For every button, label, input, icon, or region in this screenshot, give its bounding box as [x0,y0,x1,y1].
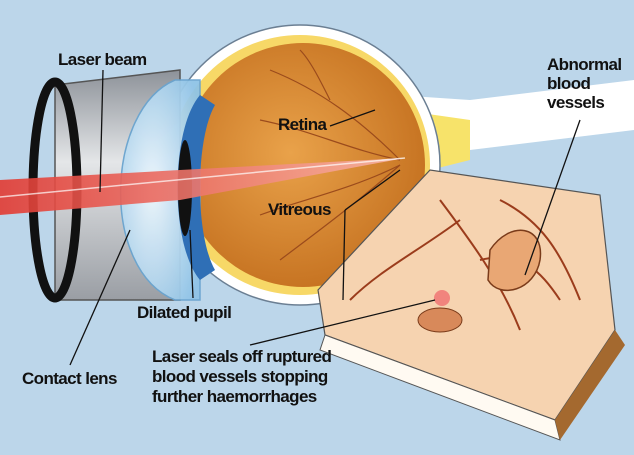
laser-spot [434,290,450,306]
sealed-vessels [417,307,463,333]
label-blood: blood [547,74,590,93]
laser-core [0,157,406,198]
label-laser-seals-2: blood vessels stopping [152,367,328,386]
label-dilated-pupil: Dilated pupil [137,303,231,322]
retinal-vessels [259,49,401,261]
label-laser-seals-1: Laser seals off ruptured [152,347,331,366]
label-laser-seals-3: further haemorrhages [152,387,317,406]
laser-beam [0,158,405,215]
cutaway-side [555,330,625,440]
label-retina: Retina [278,115,328,134]
abnormal-vessels [487,229,542,291]
label-pointers [69,69,581,366]
label-vitreous: Vitreous [268,200,331,219]
label-laser-beam: Laser beam [58,50,147,69]
label-abnormal: Abnormal [547,55,622,74]
label-contact-lens: Contact lens [22,369,117,388]
label-vessels: vessels [547,93,604,112]
